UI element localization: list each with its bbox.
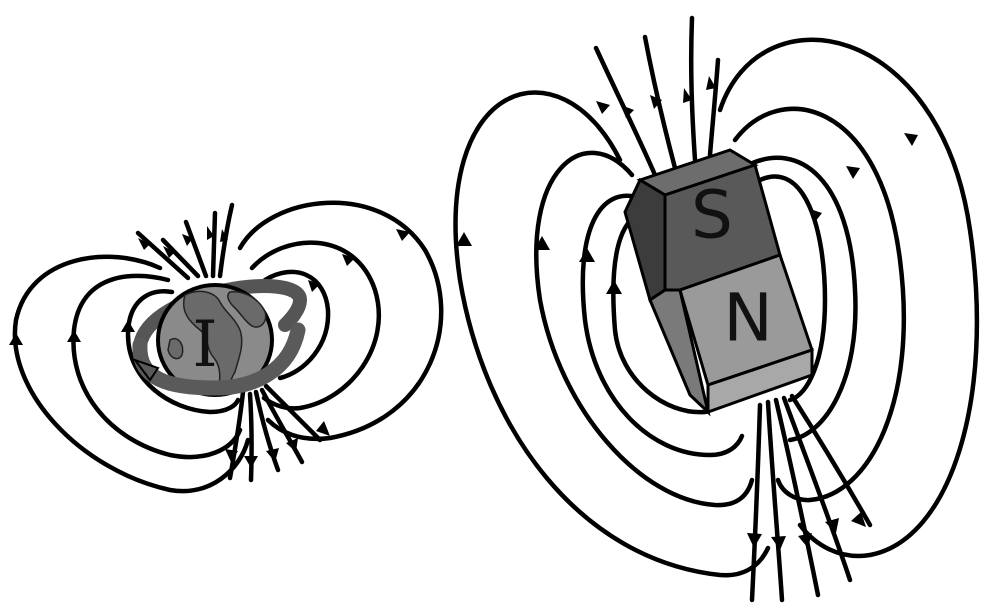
magnet-field-line-bottom-5: [792, 396, 870, 525]
earth-field-line-top-4: [213, 213, 215, 276]
arrow-icon: [596, 101, 610, 114]
magnet-field-line-top-4: [710, 60, 718, 155]
arrow-icon: [67, 330, 81, 342]
arrow-icon: [121, 320, 135, 332]
magnet-s-side: [625, 180, 665, 300]
arrow-icon: [244, 456, 258, 468]
earth-label: I: [192, 308, 217, 382]
magnet-field-line-top-3: [691, 18, 695, 160]
magnet-field-line-bottom-1: [752, 405, 760, 600]
arrow-icon: [316, 421, 330, 436]
magnet-n-label: N: [723, 280, 772, 357]
arrow-icon: [9, 333, 23, 345]
arrow-icon: [846, 166, 860, 179]
arrow-icon: [747, 533, 762, 548]
arrow-icon: [621, 105, 634, 118]
arrow-icon: [606, 280, 622, 294]
bar-magnet: S N: [625, 150, 812, 412]
magnet-field-group: S N: [456, 18, 977, 600]
arrow-icon: [904, 133, 918, 146]
magnet-field-line-bottom-2: [768, 402, 782, 600]
arrow-icon: [579, 248, 595, 262]
arrow-icon: [456, 232, 472, 246]
magnet-s-label: S: [691, 177, 733, 254]
earth-field-group: I: [9, 203, 441, 491]
magnet-field-line-top-2: [645, 37, 675, 168]
